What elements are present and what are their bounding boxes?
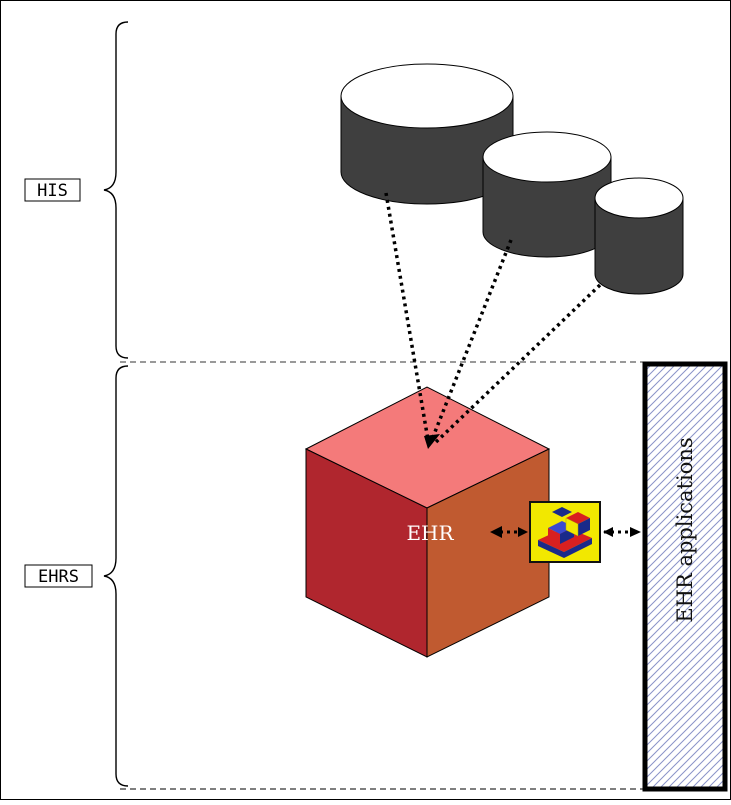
- ehr-label: EHR: [406, 521, 454, 545]
- connector-medium-db: [429, 239, 513, 443]
- his-label: HIS: [24, 178, 81, 202]
- database-medium: [482, 131, 612, 258]
- lego-blocks-icon: [529, 501, 601, 563]
- arrow-right-icon: [518, 527, 528, 537]
- ehr-applications-panel: EHR applications: [642, 361, 728, 792]
- connector-small-db: [433, 283, 602, 445]
- database-large: [340, 63, 514, 205]
- arrow-left-icon-2: [603, 527, 613, 537]
- ehrs-label-text: EHRS: [38, 567, 79, 587]
- ehr-applications-label: EHR applications: [673, 437, 697, 622]
- ehrs-brace: [103, 365, 129, 787]
- database-connections: [384, 192, 602, 445]
- arrow-right-icon-2: [630, 527, 641, 537]
- arrow-left-icon: [490, 526, 502, 538]
- cube-right-face: [426, 448, 550, 658]
- his-brace: [103, 21, 129, 359]
- his-label-text: HIS: [37, 181, 68, 201]
- ehr-cube: EHR: [304, 386, 551, 658]
- database-small: [594, 177, 684, 295]
- application-connections: [490, 526, 641, 538]
- arrowhead-icon: [424, 434, 440, 449]
- ehrs-label: EHRS: [24, 564, 93, 588]
